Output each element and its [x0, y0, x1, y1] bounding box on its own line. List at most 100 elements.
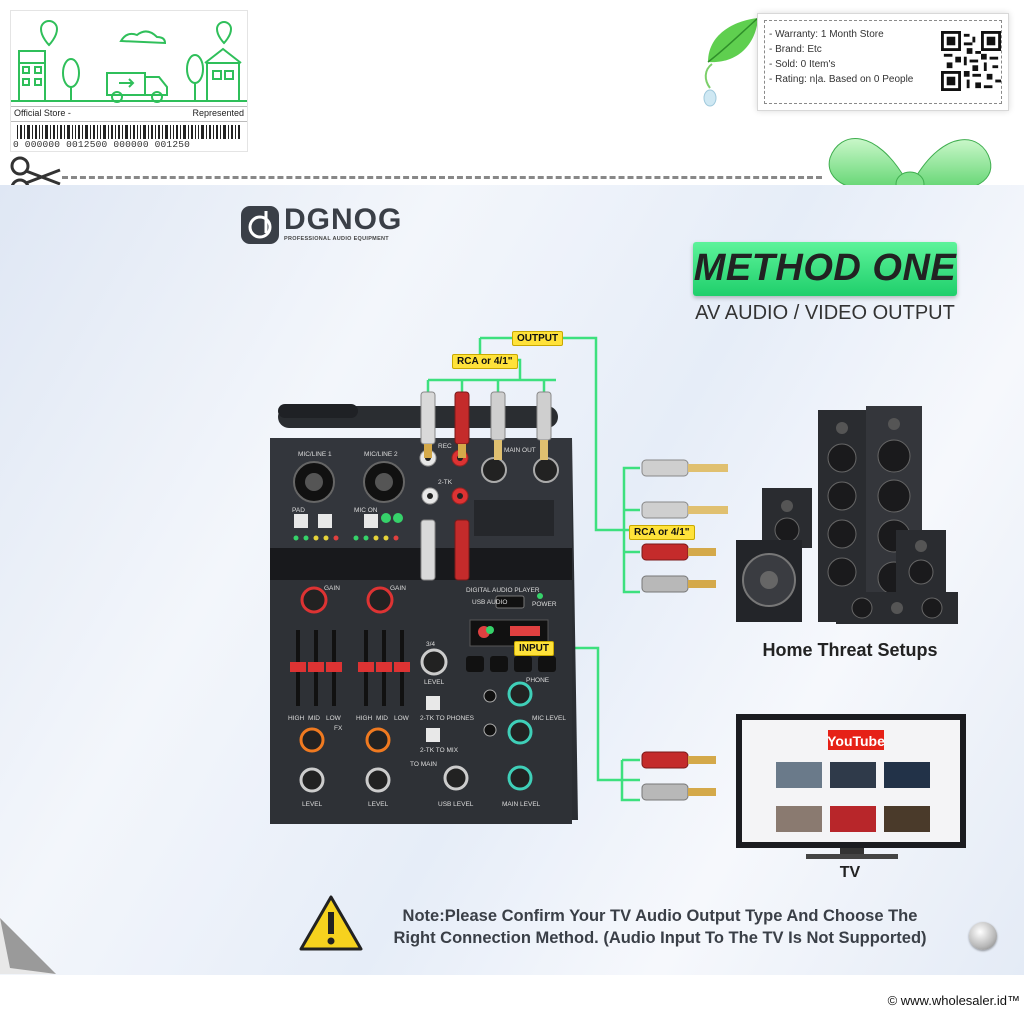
usb-level-knob[interactable] — [443, 765, 469, 791]
tv-cable-wires — [620, 758, 640, 802]
level-knob-1[interactable] — [299, 767, 325, 793]
rating-text: - Rating: n|a. Based on 0 People — [769, 74, 914, 85]
antenna-icon — [278, 404, 358, 418]
play-button[interactable] — [490, 656, 508, 672]
main-out-right-jack[interactable] — [533, 457, 559, 483]
mic-level-label: MIC LEVEL — [532, 715, 566, 722]
output-tag: OUTPUT — [512, 331, 564, 346]
official-store-label: Official Store - — [14, 108, 71, 118]
leaf-icon — [703, 17, 759, 107]
rca-top-wires — [426, 378, 556, 392]
mic-line-1-label: MIC/LINE 1 — [298, 451, 332, 458]
tv-thumbnail — [830, 806, 876, 832]
level-knob-2[interactable] — [365, 767, 391, 793]
rec-label: REC — [438, 443, 452, 450]
method-subtitle: AV AUDIO / VIDEO OUTPUT — [695, 302, 955, 324]
mic-line-2-label: MIC/LINE 2 — [364, 451, 398, 458]
gain-knob-2[interactable] — [366, 586, 394, 614]
phantom-button[interactable] — [318, 514, 332, 528]
product-info-box: - Warranty: 1 Month Store - Brand: Etc -… — [757, 13, 1009, 111]
brand-name: DGNOG — [284, 203, 403, 236]
brand-text: - Brand: Etc — [769, 44, 822, 55]
fx-knob-2[interactable] — [365, 727, 391, 753]
input-tag: INPUT — [514, 641, 554, 656]
pad-label: PAD — [292, 507, 305, 514]
audio-mixer: MIC/LINE 1 MIC/LINE 2 MAIN OUT REC 2-TK … — [270, 406, 578, 824]
level-label: LEVEL — [424, 679, 445, 686]
method-title: METHOD ONE — [693, 247, 957, 289]
gain-label-1: GAIN — [324, 585, 340, 592]
level-2-label: LEVEL — [368, 801, 389, 808]
speaker-plugs — [641, 459, 728, 593]
youtube-logo: YouTube — [827, 733, 885, 749]
rca-tag-top: RCA or 4/1" — [452, 354, 518, 369]
rca-tag-right: RCA or 4/1" — [629, 525, 695, 540]
main-level-label: MAIN LEVEL — [502, 801, 541, 808]
level-34-knob[interactable] — [420, 648, 448, 676]
fx-label: FX — [334, 725, 343, 732]
eq-low-label-2: LOW — [394, 715, 410, 722]
eq-mid-label-2: MID — [376, 715, 388, 722]
note-line-1: Note:Please Confirm Your TV Audio Output… — [402, 907, 918, 925]
barcode-icon — [17, 125, 240, 139]
note-line-2: Right Connection Method. (Audio Input To… — [393, 929, 927, 947]
qr-code-icon[interactable] — [941, 31, 1001, 91]
two-tk-label: 2-TK — [438, 479, 453, 486]
led-meters — [293, 535, 399, 541]
tv-label: TV — [839, 864, 861, 881]
eq-faders[interactable] — [290, 630, 410, 706]
tk-to-phones-label: 2-TK TO PHONES — [420, 715, 475, 722]
tv-thumbnail — [884, 806, 930, 832]
tk-to-mix-button[interactable] — [426, 728, 440, 742]
tv-thumbnail — [776, 762, 822, 788]
pad-button[interactable] — [294, 514, 308, 528]
eq-low-label: LOW — [326, 715, 342, 722]
eq-mid-label: MID — [308, 715, 320, 722]
usb-port[interactable] — [495, 595, 525, 609]
brand-logo-icon — [241, 206, 279, 244]
power-label: POWER — [532, 601, 557, 608]
sold-text: - Sold: 0 Item's — [769, 59, 836, 70]
scroll-button[interactable] — [969, 922, 997, 950]
store-card: Official Store - Represented 0 000000 00… — [10, 10, 248, 152]
eq-high-label: HIGH — [288, 715, 305, 722]
home-theater-speakers-icon — [736, 406, 958, 624]
fx-knob-1[interactable] — [299, 727, 325, 753]
store-illustration-icon — [11, 20, 247, 103]
represented-label: Represented — [192, 108, 244, 118]
next-button[interactable] — [514, 656, 532, 672]
speaker-cable-wires — [622, 466, 640, 594]
tv-thumbnail — [776, 806, 822, 832]
mic-level-knob[interactable] — [507, 719, 533, 745]
warning-icon — [299, 895, 363, 951]
gain-label-2: GAIN — [390, 585, 406, 592]
product-info-inner: - Warranty: 1 Month Store - Brand: Etc -… — [764, 20, 1002, 104]
level-1-label: LEVEL — [302, 801, 323, 808]
warranty-text: - Warranty: 1 Month Store — [769, 29, 884, 40]
cut-line-divider — [62, 176, 822, 179]
main-level-knob[interactable] — [507, 765, 533, 791]
method-badge: METHOD ONE — [693, 242, 957, 296]
main-out-label: MAIN OUT — [504, 447, 536, 454]
home-theater-label: Home Threat Setups — [762, 640, 938, 660]
tv-plugs — [641, 751, 716, 801]
phone-label: PHONE — [526, 677, 550, 684]
page-curl-icon — [0, 918, 56, 974]
mode-button[interactable] — [538, 656, 556, 672]
mic-on-button[interactable] — [364, 514, 378, 528]
prev-button[interactable] — [466, 656, 484, 672]
brand-tagline: PROFESSIONAL AUDIO EQUIPMENT — [284, 236, 389, 242]
usb-level-label: USB LEVEL — [438, 801, 474, 808]
level-34-label: 3/4 — [426, 641, 435, 648]
digital-player-label: DIGITAL AUDIO PLAYER — [466, 587, 540, 594]
tk-to-mix-label: 2-TK TO MIX — [420, 747, 459, 754]
mic-on-label: MIC ON — [354, 507, 378, 514]
connection-note: Note:Please Confirm Your TV Audio Output… — [370, 905, 950, 949]
to-main-label: TO MAIN — [410, 761, 437, 768]
tv-icon: YouTube — [736, 714, 966, 859]
barcode-number: 0 000000 0012500 000000 001250 — [13, 139, 191, 150]
phone-knob[interactable] — [507, 681, 533, 707]
main-out-left-jack[interactable] — [481, 457, 507, 483]
tk-to-phones-button[interactable] — [426, 696, 440, 710]
gain-knob-1[interactable] — [300, 586, 328, 614]
